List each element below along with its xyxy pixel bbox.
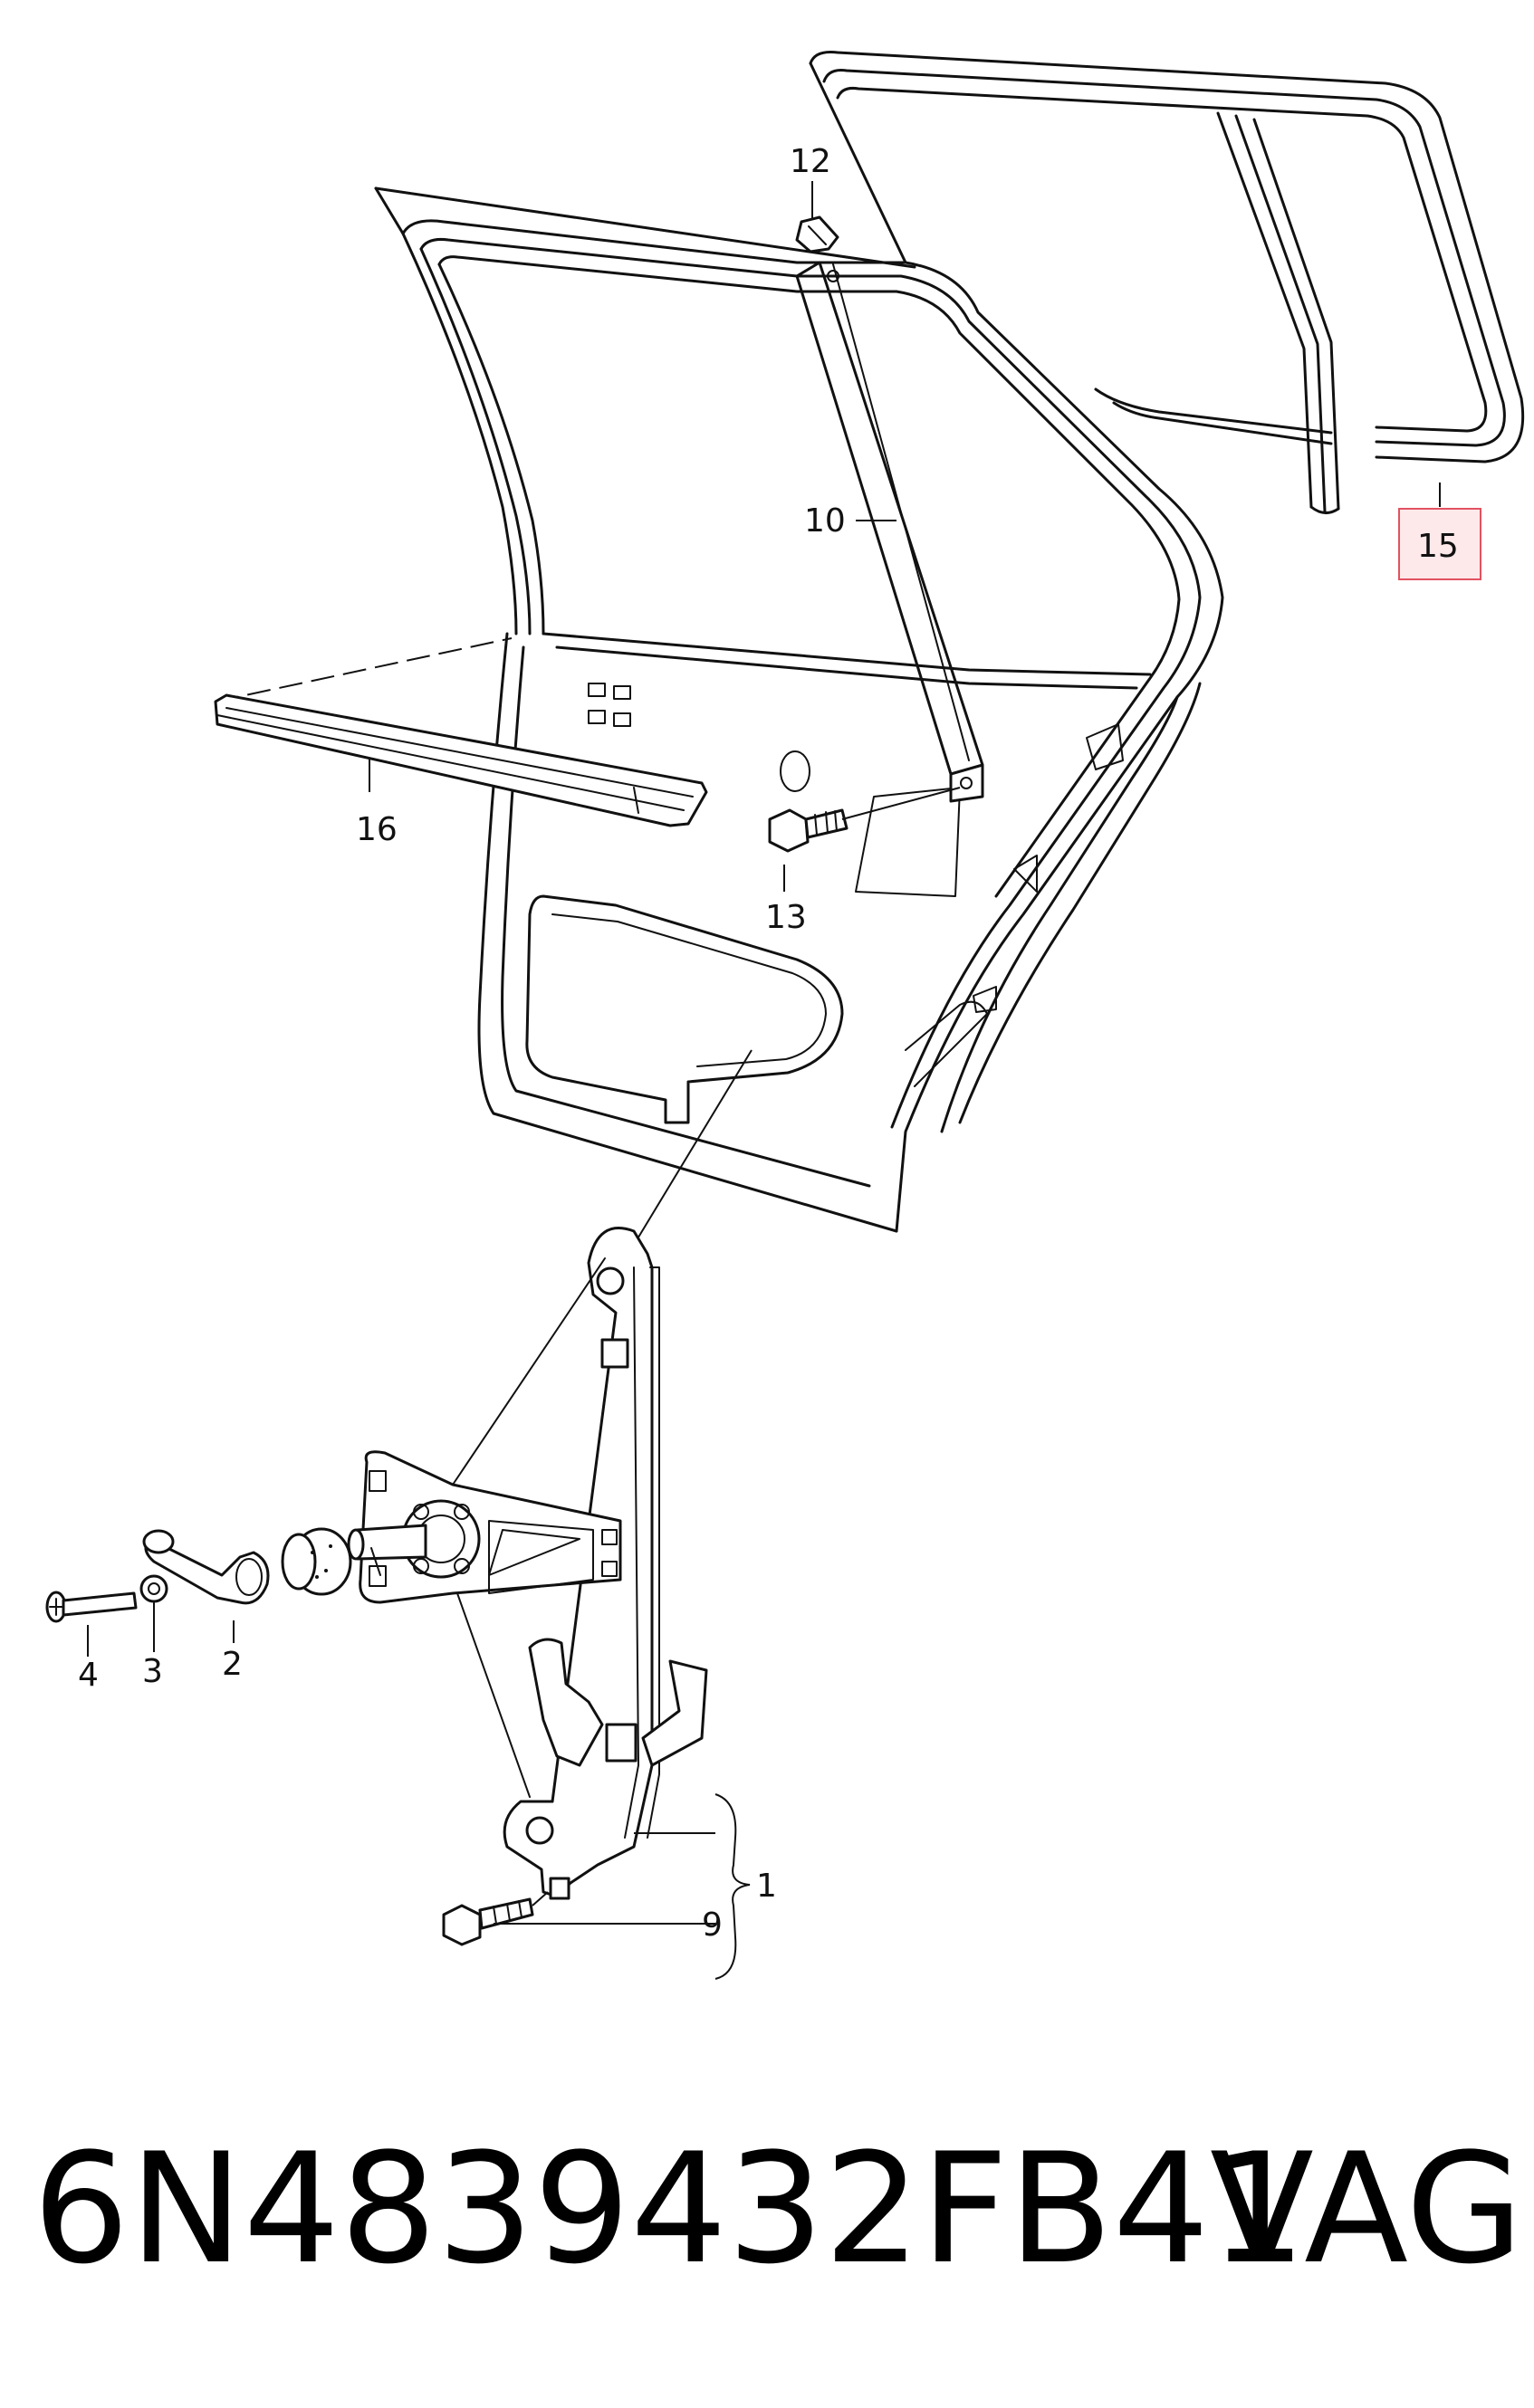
callout-10: 10 [804,502,846,540]
callout-2: 2 [222,1646,243,1683]
clip [795,215,839,253]
part-number: 6N4839432FB41 [33,2120,1307,2298]
belt-strip [214,637,708,827]
spacer-ring [281,1527,352,1596]
window-guide-rail [795,261,984,803]
window-crank-handle [142,1529,270,1605]
screw [45,1591,138,1623]
lock-washer [139,1574,168,1603]
window-seal-frame [809,51,1525,514]
callout-15: 15 [1417,528,1459,565]
callout-1: 1 [756,1868,777,1905]
bolt [768,787,961,853]
footer-caption: 6N4839432FB41 VAG [33,2120,1523,2298]
manufacturer-name: VAG [1210,2120,1524,2298]
regulator-bolt [442,1891,549,1946]
callout-3: 3 [142,1653,163,1690]
callout-9: 9 [702,1906,723,1944]
door-panel [374,186,1224,1233]
highlight-box-15 [1398,508,1481,580]
callout-13: 13 [765,899,807,936]
callout-12: 12 [790,143,831,180]
callout-16: 16 [356,811,398,848]
window-regulator [347,1049,753,1900]
callout-4: 4 [78,1657,99,1694]
callout-leaders [87,181,1441,1980]
